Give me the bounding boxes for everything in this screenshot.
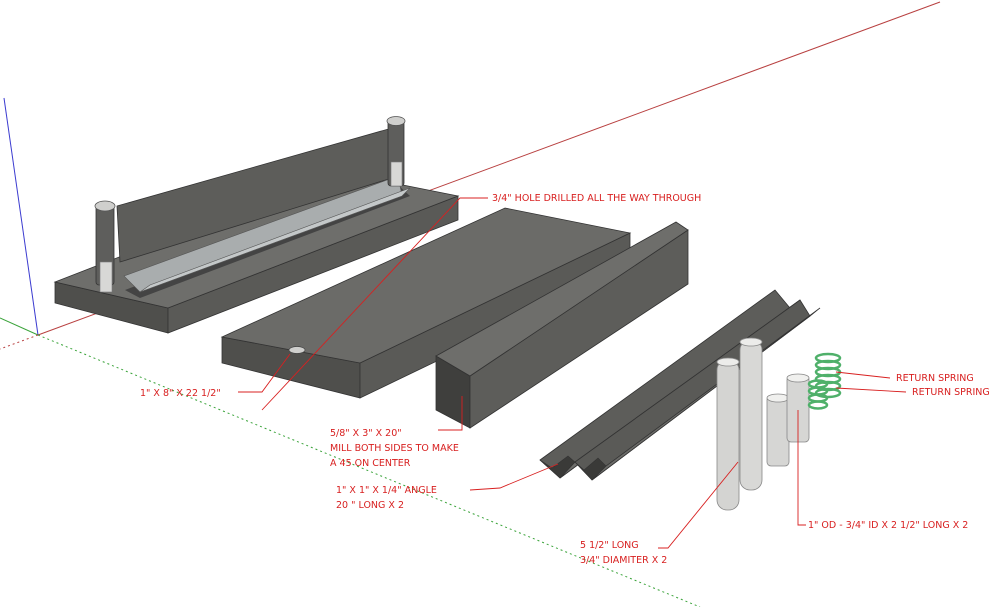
rods: [716, 337, 763, 511]
press-post-right-rod: [390, 161, 403, 187]
leader-tube: [797, 410, 806, 526]
axis-blue-line: [3, 97, 39, 336]
leader-rod: [658, 461, 739, 549]
label-spring-2: RETURN SPRING: [912, 387, 990, 398]
axis-green-dotted: [37, 334, 701, 607]
press-post-right-cap: [386, 116, 406, 126]
tube-1-top: [766, 393, 790, 403]
leader-base-plate: [238, 353, 291, 393]
tube-2-top: [786, 373, 810, 383]
label-angle-1: 1" X 1" X 1/4" ANGLE: [336, 485, 437, 496]
leader-angle: [469, 463, 559, 491]
return-springs: [807, 352, 842, 410]
axis-red-dotted: [0, 334, 39, 350]
leader-bar: [438, 396, 463, 431]
press-post-left-rod: [99, 261, 113, 293]
label-rod-2: 3/4" DIAMITER X 2: [580, 555, 667, 566]
assembled-press: [53, 116, 460, 334]
press-post-left-cap: [94, 200, 116, 212]
rod-2-top: [739, 337, 763, 347]
label-hole: 3/4" HOLE DRILLED ALL THE WAY THROUGH: [492, 193, 701, 204]
angle-iron-end: [539, 455, 607, 481]
milled-bar-top: [435, 221, 689, 377]
label-base-plate: 1" X 8" X 22 1/2": [140, 388, 221, 399]
axis-green-line: [0, 317, 39, 336]
press-v-die-right: [139, 187, 411, 293]
tube-1: [766, 395, 790, 467]
label-bar-2: MILL BOTH SIDES TO MAKE: [330, 443, 459, 454]
label-bar-3: A 45 ON CENTER: [330, 458, 411, 469]
leader-spring-2: [835, 387, 907, 393]
leader-spring-1: [835, 371, 891, 379]
leader-lines: [238, 197, 907, 549]
label-spring-1: RETURN SPRING: [896, 373, 974, 384]
rod-1: [716, 359, 740, 511]
base-plate: [220, 207, 632, 399]
label-bar-1: 5/8" X 3" X 20": [330, 428, 402, 439]
tubes: [766, 373, 810, 467]
rod-1-top: [716, 357, 740, 367]
drilled-hole-icon: [288, 346, 306, 354]
label-tube: 1" OD - 3/4" ID X 2 1/2" LONG X 2: [808, 520, 968, 531]
leader-hole: [261, 197, 488, 411]
rod-2: [739, 339, 763, 491]
label-angle-2: 20 " LONG X 2: [336, 500, 404, 511]
label-rod-1: 5 1/2" LONG: [580, 540, 639, 551]
milled-bar: [435, 221, 689, 429]
